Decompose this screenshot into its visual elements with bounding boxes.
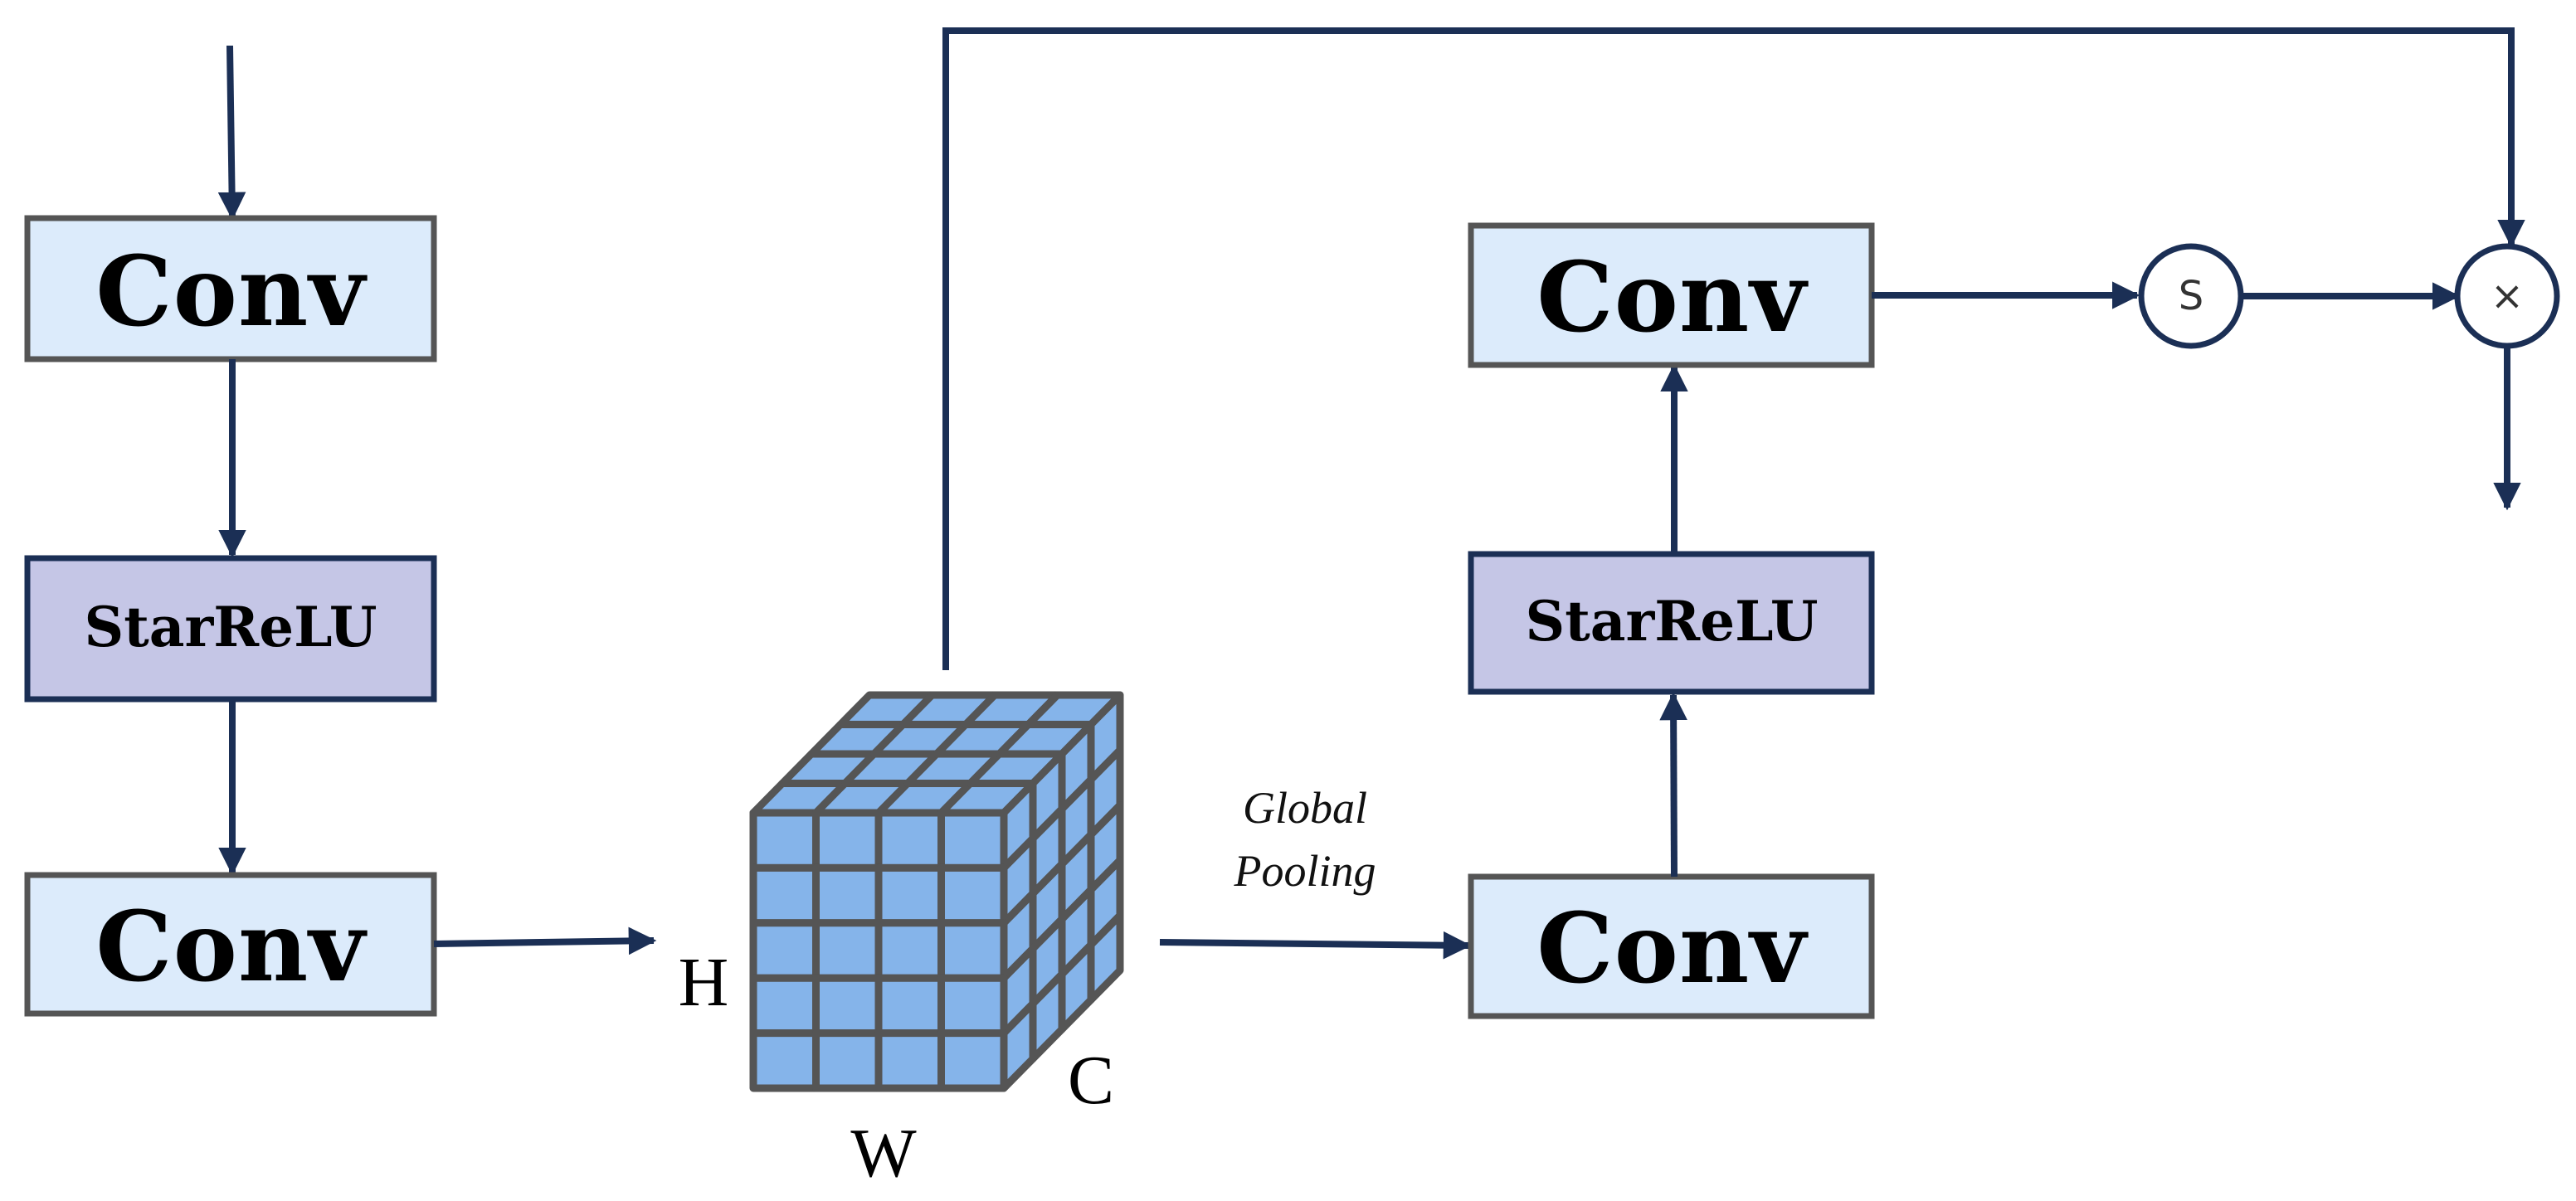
cube-front-cell xyxy=(749,863,820,927)
right-starrelu-label: StarReLU xyxy=(1526,589,1819,654)
arrow-conv-to-starrelu-right xyxy=(1659,692,1687,878)
arrow-conv-to-feature-map xyxy=(433,926,657,955)
left-branch: Conv StarReLU Conv xyxy=(24,45,657,1017)
sigmoid-symbol: S xyxy=(2179,273,2203,319)
left-conv-bottom-block: Conv xyxy=(24,872,437,1017)
skip-connection-arrow xyxy=(942,27,2525,670)
height-label: H xyxy=(679,944,729,1021)
cube-front-cell xyxy=(874,809,945,872)
feature-map-cube: H W C xyxy=(679,691,1124,1192)
right-starrelu-block: StarReLU xyxy=(1468,551,1875,695)
width-label: W xyxy=(850,1115,917,1192)
cube-front-cell xyxy=(874,974,945,1038)
cube-front-cell xyxy=(749,1029,820,1092)
right-starrelu-box xyxy=(1468,551,1875,695)
cube-front-cell xyxy=(812,1029,883,1092)
sigmoid-circle xyxy=(2138,243,2244,349)
multiply-op: × xyxy=(2454,243,2560,349)
right-conv-top-block: Conv xyxy=(1468,222,1875,368)
cube-front-cell xyxy=(812,809,883,872)
cube-side-face xyxy=(1000,691,1124,1092)
channel-label: C xyxy=(1068,1042,1114,1119)
right-branch: Conv StarReLU Conv S × xyxy=(1468,222,2560,1019)
left-conv-top-block: Conv xyxy=(24,215,437,362)
right-conv-top-label: Conv xyxy=(1536,241,1809,354)
global-pooling-label-line2: Pooling xyxy=(1234,846,1376,896)
right-conv-bottom-box xyxy=(1468,873,1875,1019)
left-starrelu-box xyxy=(24,555,437,703)
right-conv-bottom-label: Conv xyxy=(1536,892,1809,1005)
cube-front-cell xyxy=(812,974,883,1038)
cube-side-cell xyxy=(1087,912,1124,1004)
cube-front-cell xyxy=(812,863,883,927)
cube-front-cell xyxy=(812,919,883,982)
left-conv-bottom-box xyxy=(24,872,437,1017)
cube-front-cell xyxy=(937,974,1008,1038)
cube-front-cell xyxy=(874,919,945,982)
cube-front-cell xyxy=(749,974,820,1038)
cube-front-cell xyxy=(937,1029,1008,1092)
cube-front-face xyxy=(749,809,1008,1092)
input-arrow xyxy=(217,45,246,221)
cube-front-cell xyxy=(937,809,1008,872)
cube-front-cell xyxy=(937,919,1008,982)
global-pooling-arrow xyxy=(1159,931,1472,960)
global-pooling-label-line1: Global xyxy=(1243,783,1367,833)
global-pooling: Global Pooling xyxy=(1159,783,1472,960)
left-conv-top-box xyxy=(24,215,437,362)
cube-front-cell xyxy=(874,1029,945,1092)
cube-front-cell xyxy=(749,809,820,872)
left-conv-bottom-label: Conv xyxy=(95,891,368,1004)
left-conv-top-label: Conv xyxy=(95,236,368,348)
cube-front-cell xyxy=(749,919,820,982)
sigmoid-op: S xyxy=(2138,243,2244,349)
cube-front-cell xyxy=(937,863,1008,927)
cube-front-cell xyxy=(874,863,945,927)
multiply-symbol: × xyxy=(2491,273,2524,319)
left-starrelu-block: StarReLU xyxy=(24,555,437,703)
right-conv-bottom-block: Conv xyxy=(1468,873,1875,1019)
left-starrelu-label: StarReLU xyxy=(85,595,377,659)
